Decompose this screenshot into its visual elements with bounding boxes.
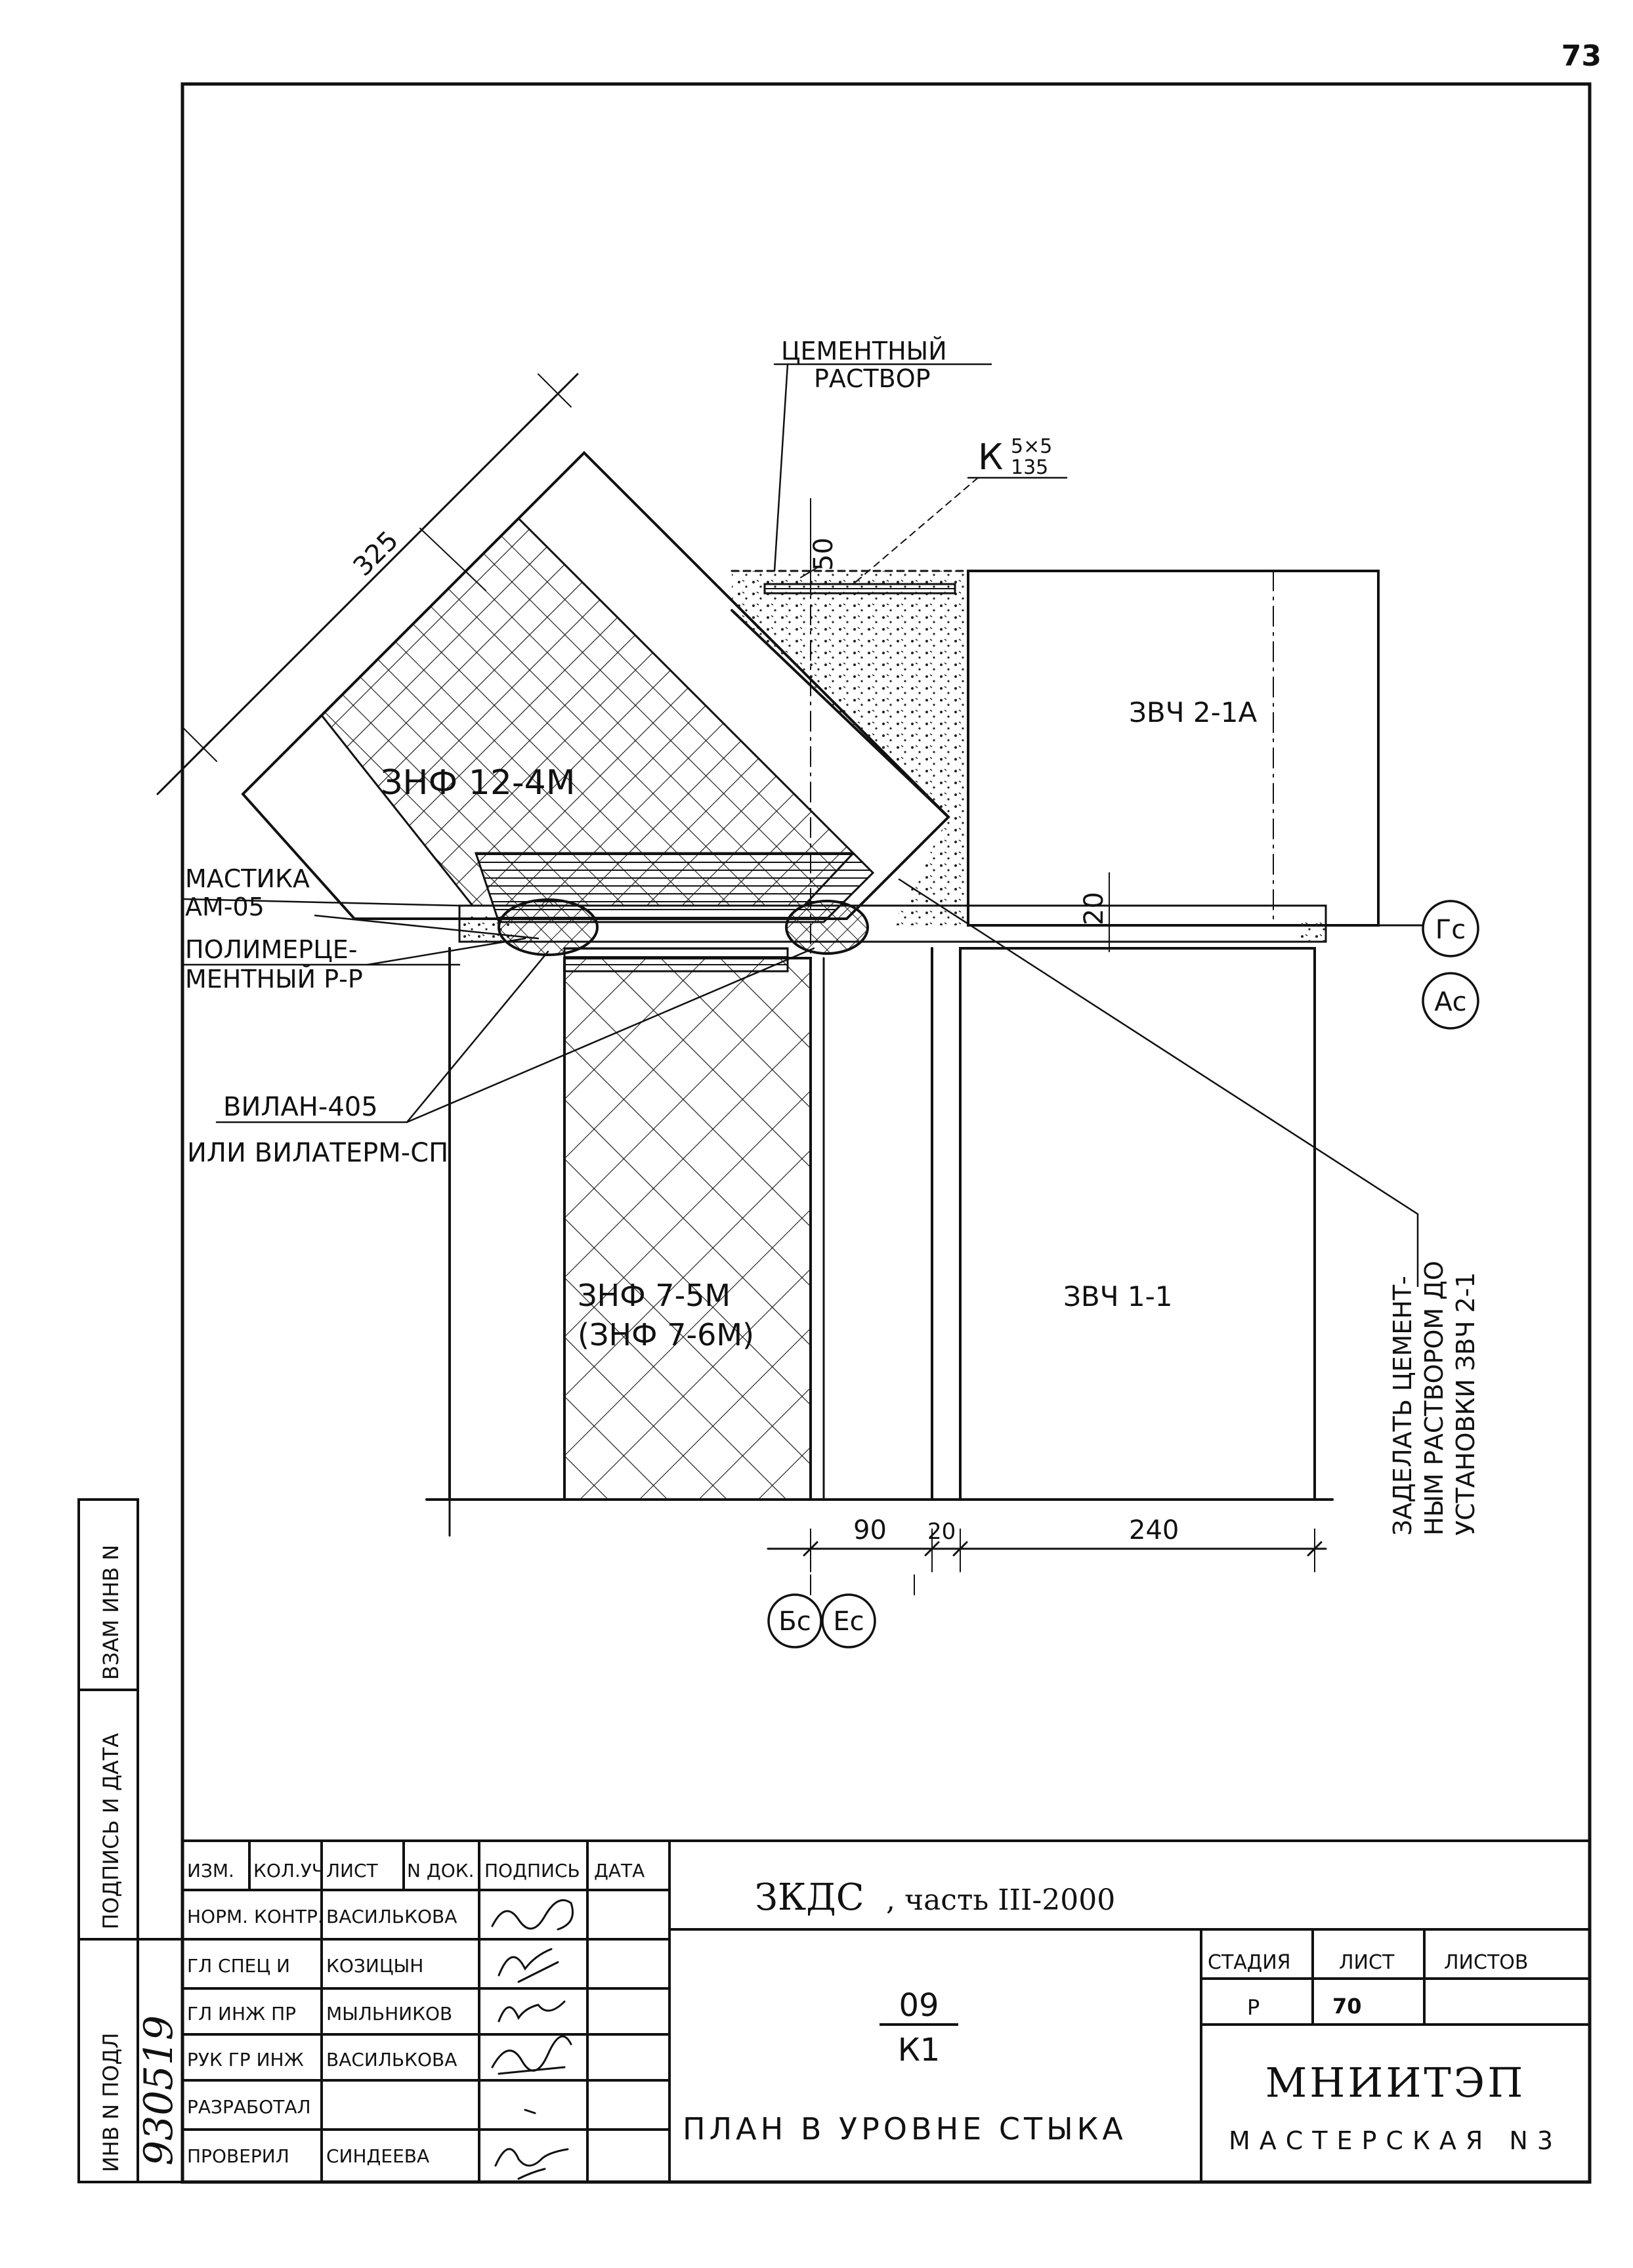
label-mastic-2: АМ-05 bbox=[185, 892, 265, 921]
panel-left-lower bbox=[563, 957, 812, 1501]
axis-bubbles bbox=[767, 900, 1479, 1648]
title-block bbox=[181, 1839, 1591, 2183]
tb-name-1: КОЗИЦЫН bbox=[326, 1955, 423, 1977]
tb-role-1: ГЛ СПЕЦ И bbox=[187, 1955, 290, 1977]
tb-role-3: РУК ГР ИНЖ bbox=[187, 2049, 304, 2070]
label-polymer-1: ПОЛИМЕРЦЕ- bbox=[185, 935, 357, 964]
label-panel-left-2: (ЗНФ 7-6М) bbox=[578, 1317, 754, 1353]
tb-project-title: ЗКДС bbox=[755, 1876, 864, 1919]
tb-header-ndok: N ДОК. bbox=[407, 1860, 475, 1881]
dim-bottom-2: 20 bbox=[927, 1519, 956, 1545]
joint-plan-drawing bbox=[156, 363, 1426, 1595]
label-polymer-2: МЕНТНЫЙ Р-Р bbox=[185, 965, 363, 994]
tb-header-podpis: ПОДПИСЬ bbox=[484, 1860, 580, 1881]
label-weld-num: 5×5 bbox=[1011, 435, 1052, 458]
tb-sheet-name: ПЛАН В УРОВНЕ СТЫКА bbox=[683, 2111, 1127, 2147]
tb-name-3: ВАСИЛЬКОВА bbox=[326, 2049, 457, 2070]
tb-organization: МНИИТЭП bbox=[1265, 2059, 1526, 2107]
tb-sheet-label: ЛИСТ bbox=[1339, 1951, 1395, 1974]
tb-sheet-code-bottom: К1 bbox=[898, 2032, 941, 2068]
label-weld: К bbox=[978, 436, 1003, 478]
tb-role-0: НОРМ. КОНТР. bbox=[187, 1906, 324, 1927]
label-vilan-2: ИЛИ ВИЛАТЕРМ-СП bbox=[187, 1138, 448, 1168]
side-label-vzam: ВЗАМ ИНВ N bbox=[98, 1545, 123, 1680]
label-cement-mortar-1: ЦЕМЕНТНЫЙ bbox=[781, 337, 947, 366]
panel-top-right bbox=[967, 570, 1380, 927]
tb-sheets-label: ЛИСТОВ bbox=[1444, 1951, 1528, 1974]
tb-role-4: РАЗРАБОТАЛ bbox=[187, 2096, 311, 2118]
note-line-3: УСТАНОВКИ ЗВЧ 2-1 bbox=[1451, 1272, 1480, 1536]
axis-label-es: Ес bbox=[833, 1606, 864, 1637]
note-line-1: ЗАДЕЛАТЬ ЦЕМЕНТ- bbox=[1388, 1276, 1417, 1536]
label-panel-diagonal: ЗНФ 12-4М bbox=[381, 763, 576, 803]
tb-role-2: ГЛ ИНЖ ПР bbox=[187, 2003, 296, 2025]
axis-label-gs: Гс bbox=[1435, 915, 1466, 945]
panel-bottom-right bbox=[959, 947, 1316, 1501]
dim-mid: 20 bbox=[1079, 892, 1109, 925]
note-line-2: НЫМ РАСТВОРОМ ДО bbox=[1420, 1261, 1449, 1536]
dim-bottom-1: 90 bbox=[853, 1515, 887, 1545]
label-cement-mortar-2: РАСТВОР bbox=[814, 364, 931, 393]
tb-header-data: ДАТА bbox=[594, 1860, 645, 1881]
label-panel-left-1: ЗНФ 7-5М bbox=[578, 1278, 731, 1313]
label-mastic-1: МАСТИКА bbox=[185, 864, 310, 893]
tb-role-5: ПРОВЕРИЛ bbox=[187, 2145, 289, 2167]
tb-header-izm: ИЗМ. bbox=[187, 1860, 234, 1881]
tb-sheet-value: 70 bbox=[1332, 1994, 1362, 2019]
tb-stage-value: Р bbox=[1247, 1995, 1260, 2020]
tb-sheet-code-top: 09 bbox=[899, 1987, 939, 2024]
tb-name-2: МЫЛЬНИКОВ bbox=[326, 2003, 452, 2025]
side-label-signature: ПОДПИСЬ И ДАТА bbox=[98, 1733, 123, 1929]
dim-bottom-3: 240 bbox=[1129, 1515, 1179, 1545]
dim-top: 50 bbox=[809, 537, 839, 571]
label-vilan-1: ВИЛАН-405 bbox=[223, 1092, 378, 1122]
tb-header-koluch: КОЛ.УЧ bbox=[253, 1860, 324, 1881]
sheet-frame bbox=[180, 82, 1592, 2184]
side-label-inv: ИНВ N ПОДЛ bbox=[98, 2032, 123, 2172]
side-inv-number: 930519 bbox=[136, 2015, 182, 2166]
tb-project-subtitle: , часть III-2000 bbox=[886, 1883, 1115, 1917]
side-stamp bbox=[77, 1498, 182, 2183]
page-number: 73 bbox=[1561, 39, 1601, 73]
tb-stage-label: СТАДИЯ bbox=[1208, 1951, 1291, 1974]
tb-workshop: МАСТЕРСКАЯ N3 bbox=[1229, 2126, 1562, 2155]
dim-diag: 325 bbox=[348, 526, 405, 583]
tb-header-list: ЛИСТ bbox=[326, 1860, 379, 1881]
tb-name-5: СИНДЕЕВА bbox=[326, 2145, 429, 2167]
label-weld-den: 135 bbox=[1011, 456, 1048, 479]
axis-label-bs: Бс bbox=[778, 1606, 811, 1637]
tb-name-0: ВАСИЛЬКОВА bbox=[326, 1906, 457, 1927]
axis-label-as: Ас bbox=[1434, 987, 1466, 1017]
panel-diagonal bbox=[241, 451, 950, 920]
signature-marks bbox=[491, 1899, 574, 2180]
label-panel-top-right: ЗВЧ 2-1А bbox=[1129, 696, 1257, 728]
label-panel-bottom-right: ЗВЧ 1-1 bbox=[1063, 1280, 1172, 1312]
